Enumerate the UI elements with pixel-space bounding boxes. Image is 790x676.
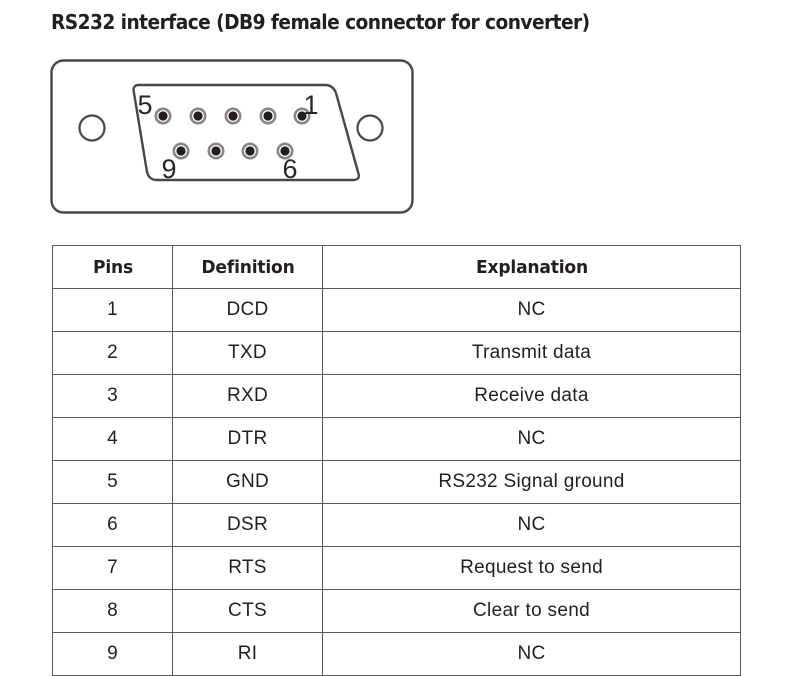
table-row: 6 DSR NC: [52, 503, 741, 547]
cell-definition: DSR: [172, 503, 323, 547]
pin-socket-4: [189, 107, 207, 125]
table-row: 1 DCD NC: [52, 288, 741, 332]
cell-explanation: RS232 Signal ground: [322, 460, 741, 504]
pin-socket-5: [154, 107, 172, 125]
cell-pin: 4: [52, 417, 173, 461]
pin-label-bottom-left: 9: [161, 154, 176, 184]
pin-row-bottom: [172, 142, 294, 160]
cell-pin: 9: [52, 632, 173, 676]
pin-socket-2: [259, 107, 277, 125]
db9-connector-graphic: 5 1 9 6: [50, 59, 414, 214]
mounting-hole-left-icon: [78, 114, 106, 142]
cell-definition: DCD: [172, 288, 323, 332]
table-row: 8 CTS Clear to send: [52, 589, 741, 633]
table-row: 4 DTR NC: [52, 417, 741, 461]
cell-explanation: NC: [322, 632, 741, 676]
table-row: 2 TXD Transmit data: [52, 331, 741, 375]
table-row: 9 RI NC: [52, 632, 741, 676]
pin-socket-1: [293, 107, 311, 125]
cell-definition: TXD: [172, 331, 323, 375]
cell-explanation: Request to send: [322, 546, 741, 590]
cell-definition: DTR: [172, 417, 323, 461]
column-header-definition: Definition: [175, 245, 320, 289]
pin-socket-3: [224, 107, 242, 125]
cell-pin: 7: [52, 546, 173, 590]
cell-explanation: NC: [322, 503, 741, 547]
cell-explanation: Receive data: [322, 374, 741, 418]
pin-label-bottom-right: 6: [282, 154, 297, 184]
column-header-explanation: Explanation: [332, 245, 731, 289]
cell-pin: 2: [52, 331, 173, 375]
db9-connector-diagram: 5 1 9 6: [45, 52, 425, 222]
pin-socket-9: [172, 142, 190, 160]
pin-label-top-left: 5: [137, 90, 152, 120]
pin-socket-7: [241, 142, 259, 160]
table-header-row: Pins Definition Explanation: [53, 245, 741, 289]
mounting-hole-right-icon: [356, 114, 384, 142]
cell-pin: 8: [52, 589, 173, 633]
cell-explanation: NC: [322, 288, 741, 332]
pin-socket-8: [207, 142, 225, 160]
cell-explanation: Clear to send: [322, 589, 741, 633]
cell-pin: 6: [52, 503, 173, 547]
cell-explanation: Transmit data: [322, 331, 741, 375]
cell-explanation: NC: [322, 417, 741, 461]
pin-socket-6: [276, 142, 294, 160]
pinout-table-body: 1 DCD NC 2 TXD Transmit data 3 RXD Recei…: [52, 288, 741, 676]
table-row: 3 RXD Receive data: [52, 374, 741, 418]
table-row: 7 RTS Request to send: [52, 546, 741, 590]
cell-definition: CTS: [172, 589, 323, 633]
cell-pin: 1: [52, 288, 173, 332]
cell-pin: 5: [52, 460, 173, 504]
cell-definition: RTS: [172, 546, 323, 590]
pin-label-top-right: 1: [303, 90, 318, 120]
pin-row-top: [154, 107, 311, 125]
cell-definition: RI: [172, 632, 323, 676]
cell-definition: RXD: [172, 374, 323, 418]
page-title: RS232 interface (DB9 female connector fo…: [51, 10, 590, 34]
cell-pin: 3: [52, 374, 173, 418]
column-header-pins: Pins: [55, 245, 170, 289]
cell-definition: GND: [172, 460, 323, 504]
pinout-table: Pins Definition Explanation 1 DCD NC 2 T…: [52, 245, 741, 676]
table-row: 5 GND RS232 Signal ground: [52, 460, 741, 504]
